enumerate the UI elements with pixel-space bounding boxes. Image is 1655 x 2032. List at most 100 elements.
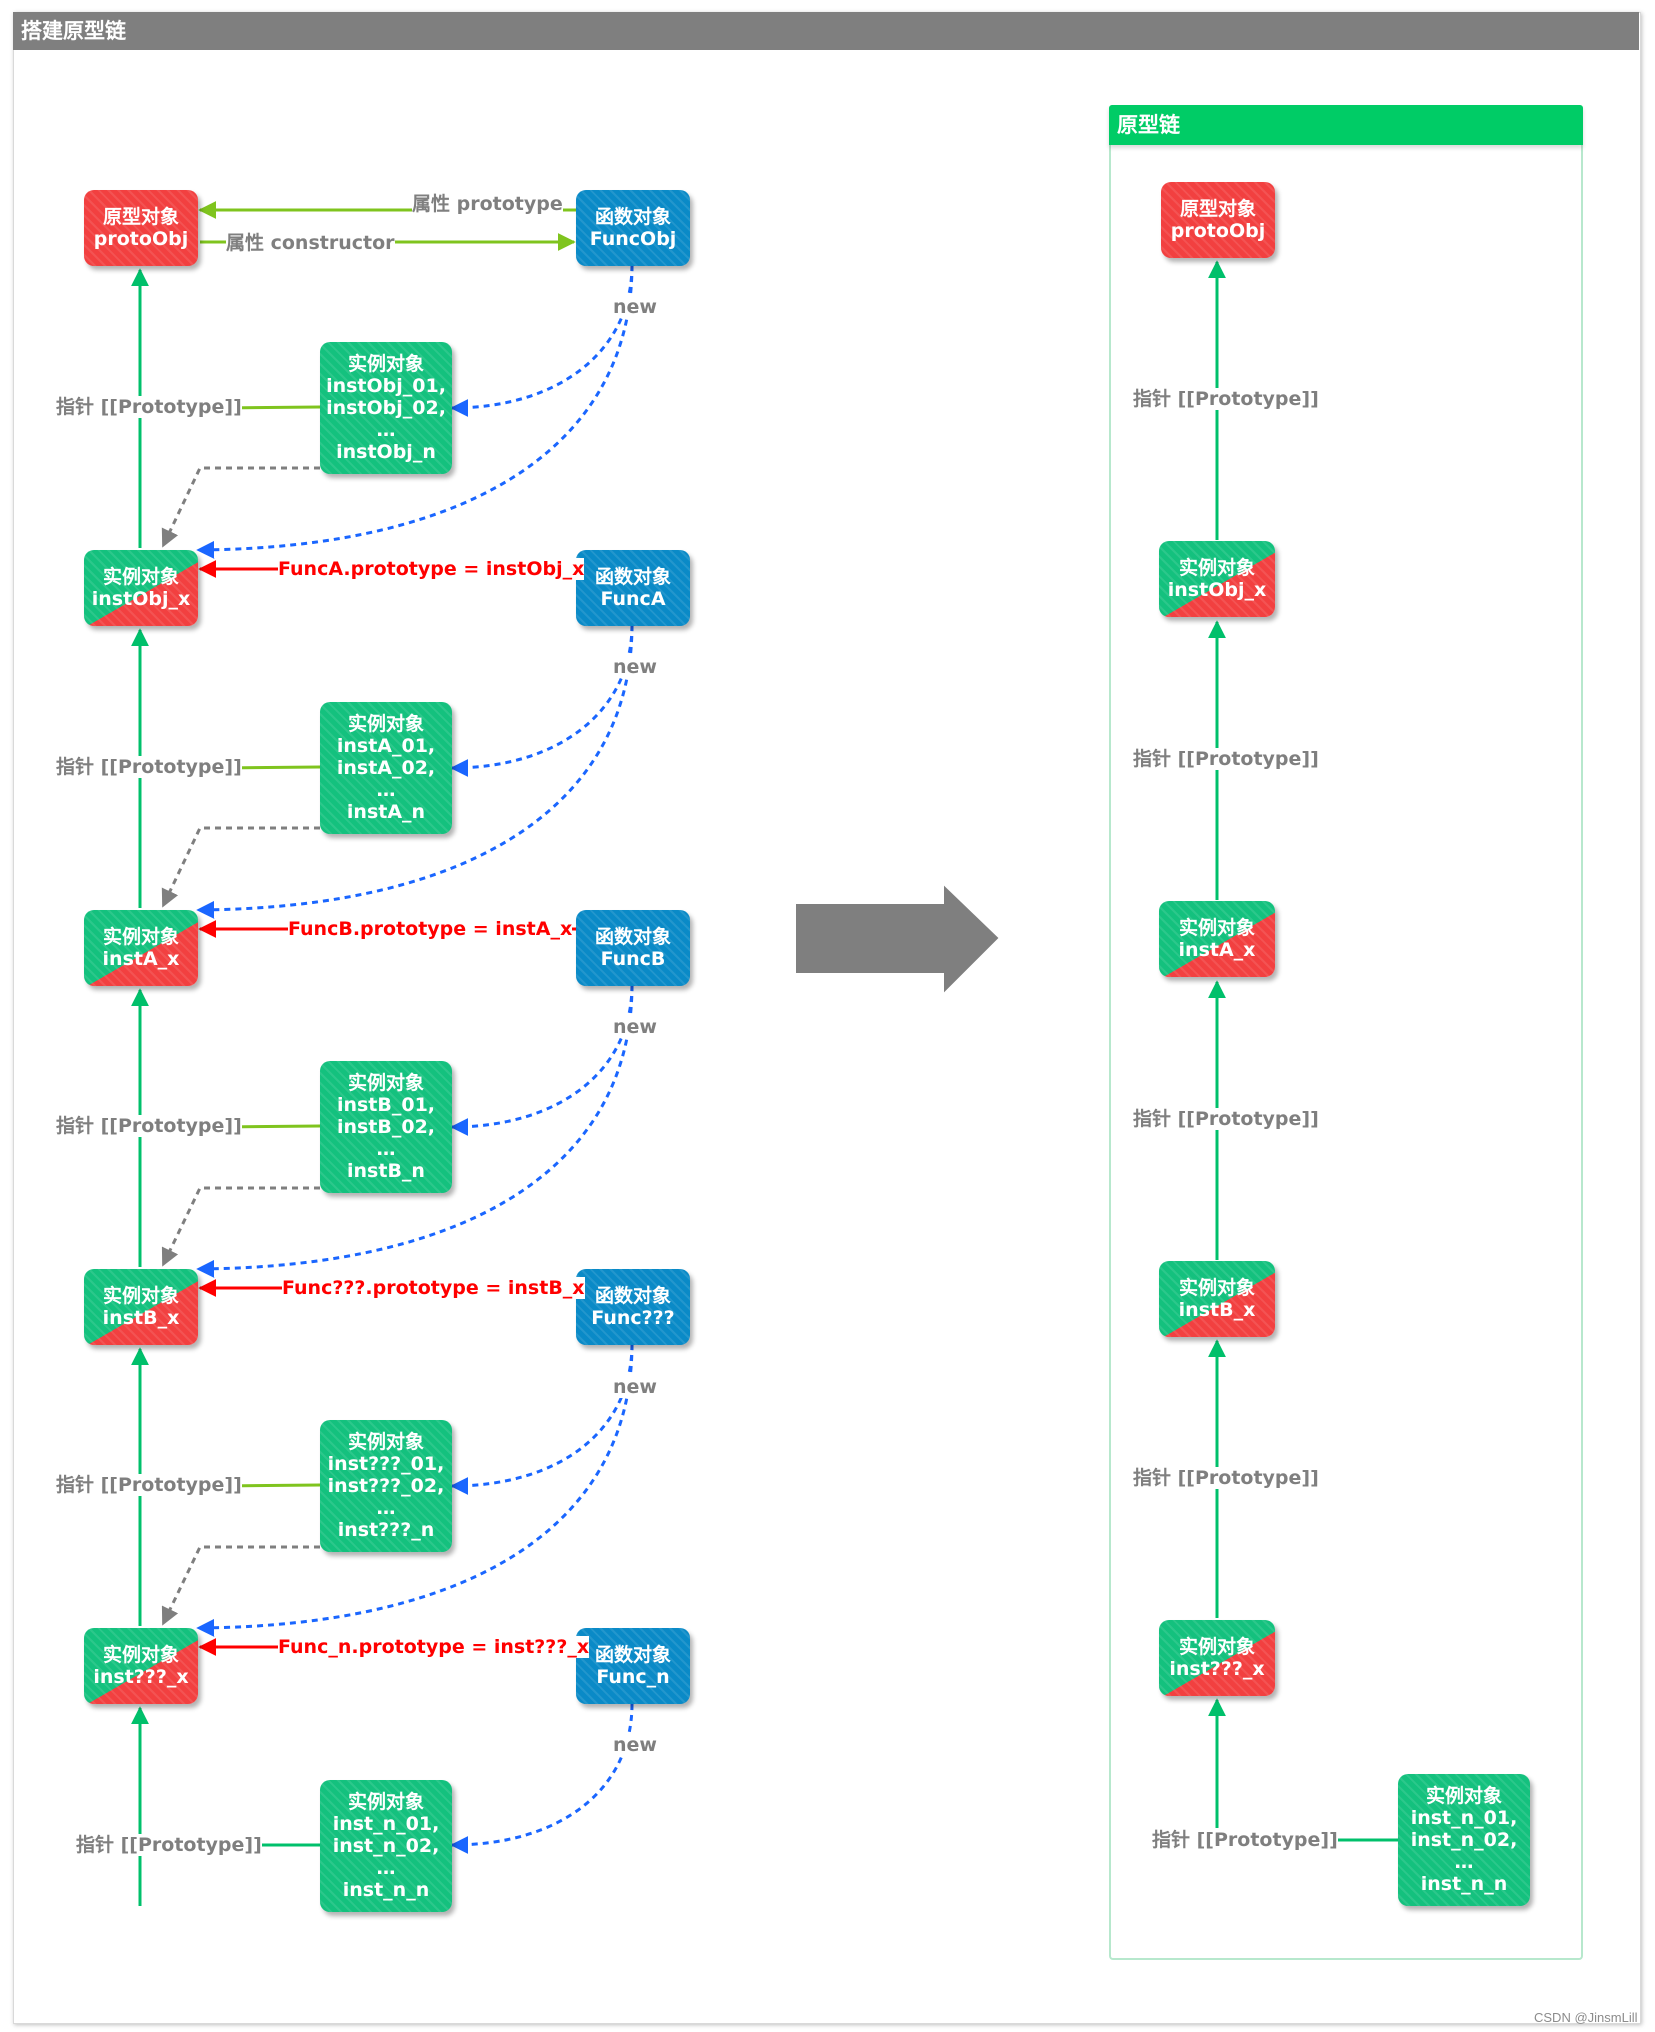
chain-pointer-label: 指针 [[Prototype]] [1152,1829,1338,1851]
chain-pointer-label: 指针 [[Prototype]] [1133,1108,1319,1130]
func-obj-node: 函数对象 FuncObj [576,190,690,266]
new-label: new [613,1016,657,1038]
group-line: 实例对象 [347,353,424,375]
prototype-chain-panel-title: 原型链 [1109,105,1583,145]
group-to-instance-arrows [161,466,320,1626]
group-line: instA_n [346,801,426,823]
node-name-label: instB_x [1178,1299,1256,1321]
assign-label-b: FuncB.prototype = instA_x [288,918,573,940]
assign-label-a: FuncA.prototype = instObj_x [278,558,585,580]
node-name-label: instObj_x [91,588,191,610]
group-line: … [376,779,396,801]
group-line: 实例对象 [347,1431,424,1453]
attr-constructor-label: 属性 constructor [226,232,395,254]
new-label: new [613,1734,657,1756]
group-line: inst_n_02, [332,1835,440,1857]
transition-arrow-icon [796,885,999,993]
chain-pointer-label: 指针 [[Prototype]] [1133,748,1319,770]
node-type-label: 实例对象 [102,1285,179,1307]
node-name-label: inst???_x [1169,1658,1265,1680]
group-line: inst_n_01, [1410,1807,1518,1829]
chain-inst-q-x-node: 实例对象 inst???_x [1159,1620,1275,1696]
node-name-label: inst???_x [93,1666,189,1688]
group-line: instB_02, [336,1116,436,1138]
instance-group-n: 实例对象 inst_n_01, inst_n_02, … inst_n_n [320,1780,452,1912]
group-line: instB_01, [336,1094,436,1116]
instance-group-a: 实例对象 instA_01, instA_02, … instA_n [320,702,452,834]
group-line: inst???_01, [327,1453,445,1475]
inst-q-x-node: 实例对象 inst???_x [84,1628,198,1704]
node-type-label: 实例对象 [102,1644,179,1666]
group-line: inst???_02, [327,1475,445,1497]
func-b-node: 函数对象 FuncB [576,910,690,986]
assign-label-n: Func_n.prototype = inst???_x [278,1636,590,1658]
group-line: 实例对象 [347,1791,424,1813]
group-line: … [376,1138,396,1160]
group-line: … [376,1857,396,1879]
node-type-label: 实例对象 [1178,1636,1255,1658]
group-line: inst_n_n [342,1879,430,1901]
diagram-title: 搭建原型链 [13,12,1639,50]
node-type-label: 原型对象 [1179,198,1256,220]
chain-inst-b-x-node: 实例对象 instB_x [1159,1261,1275,1337]
func-n-node: 函数对象 Func_n [576,1628,690,1704]
group-line: inst_n_n [1420,1873,1508,1895]
group-line: … [376,1497,396,1519]
group-line: … [1454,1851,1474,1873]
footer-watermark: CSDN @JinsmLill [1534,2010,1638,2025]
node-name-label: instA_x [1178,939,1256,961]
node-name-label: instObj_x [1167,579,1267,601]
group-line: inst???_n [337,1519,435,1541]
node-name-label: instB_x [102,1307,180,1329]
instance-group-q: 实例对象 inst???_01, inst???_02, … inst???_n [320,1420,452,1552]
group-line: 实例对象 [1425,1785,1502,1807]
pointer-label: 指针 [[Prototype]] [76,1834,262,1856]
new-label: new [613,656,657,678]
group-line: instA_01, [336,735,436,757]
func-a-node: 函数对象 FuncA [576,550,690,626]
inst-obj-x-node: 实例对象 instObj_x [84,550,198,626]
instance-group-b: 实例对象 instB_01, instB_02, … instB_n [320,1061,452,1193]
group-line: instObj_n [336,441,436,463]
pointer-label: 指针 [[Prototype]] [56,396,242,418]
group-line: instObj_02, [326,397,446,419]
node-name-label: FuncObj [589,228,677,250]
inst-a-x-node: 实例对象 instA_x [84,910,198,986]
node-type-label: 函数对象 [594,1285,671,1307]
chain-pointer-label: 指针 [[Prototype]] [1133,388,1319,410]
inst-b-x-node: 实例对象 instB_x [84,1269,198,1345]
group-line: 实例对象 [347,713,424,735]
chain-instance-group-n: 实例对象 inst_n_01, inst_n_02, … inst_n_n [1398,1774,1530,1906]
node-name-label: FuncA [600,588,666,610]
new-label: new [613,1376,657,1398]
node-type-label: 实例对象 [1178,917,1255,939]
node-name-label: protoObj [93,228,189,250]
node-type-label: 实例对象 [1178,1277,1255,1299]
func-q-node: 函数对象 Func??? [576,1269,690,1345]
pointer-label: 指针 [[Prototype]] [56,756,242,778]
node-type-label: 函数对象 [594,926,671,948]
node-type-label: 实例对象 [1178,557,1255,579]
group-line: 实例对象 [347,1072,424,1094]
chain-inst-a-x-node: 实例对象 instA_x [1159,901,1275,977]
instance-group-obj: 实例对象 instObj_01, instObj_02, … instObj_n [320,342,452,474]
group-line: instObj_01, [326,375,446,397]
node-type-label: 函数对象 [594,206,671,228]
group-line: inst_n_01, [332,1813,440,1835]
node-type-label: 函数对象 [594,566,671,588]
new-instance-arrows [196,264,634,1854]
group-line: instA_02, [336,757,436,779]
node-type-label: 函数对象 [594,1644,671,1666]
node-name-label: protoObj [1170,220,1266,242]
group-line: … [376,419,396,441]
node-name-label: instA_x [102,948,180,970]
chain-inst-obj-x-node: 实例对象 instObj_x [1159,541,1275,617]
proto-obj-node: 原型对象 protoObj [84,190,198,266]
pointer-label: 指针 [[Prototype]] [56,1115,242,1137]
node-type-label: 原型对象 [102,206,179,228]
new-label: new [613,296,657,318]
right-prototype-pointers [1208,260,1398,1842]
chain-pointer-label: 指针 [[Prototype]] [1133,1467,1319,1489]
assign-label-q: Func???.prototype = instB_x [282,1277,585,1299]
